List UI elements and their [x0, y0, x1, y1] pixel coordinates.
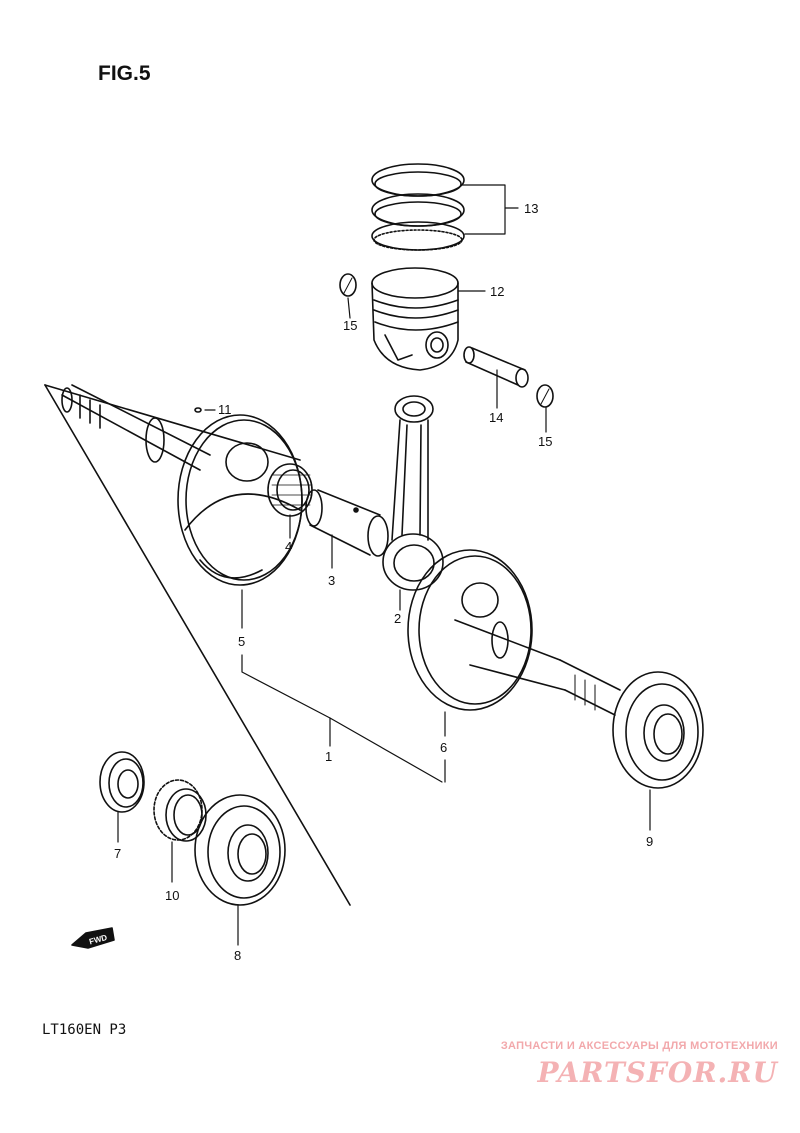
callout-1: 1 [325, 749, 332, 764]
bearing-small-part [99, 751, 145, 813]
circlip-part [339, 273, 357, 297]
callout-11: 11 [218, 402, 232, 417]
connecting-rod-part [382, 395, 444, 591]
figure-title: FIG.5 [98, 62, 151, 85]
callout-14: 14 [489, 410, 503, 425]
circlip-part [536, 384, 554, 408]
fwd-arrow-icon: FWD [71, 927, 115, 949]
main-bearing-right-part [612, 671, 704, 789]
piston-rings-part [371, 163, 465, 251]
callout-5: 5 [238, 634, 245, 649]
watermark-caption: ЗАПЧАСТИ И АКСЕССУАРЫ ДЛЯ МОТОТЕХНИКИ [500, 1040, 778, 1052]
callout-labels: 1 2 3 4 5 6 7 8 9 10 11 12 13 14 15 15 [114, 201, 653, 963]
callout-10: 10 [165, 888, 179, 903]
callout-12: 12 [490, 284, 504, 299]
assembly-guide-line [44, 384, 351, 906]
callout-8: 8 [234, 948, 241, 963]
callout-13: 13 [524, 201, 538, 216]
callout-3: 3 [328, 573, 335, 588]
assembly-guide-line [44, 384, 301, 461]
callout-2: 2 [394, 611, 401, 626]
crank-pin-part [305, 489, 389, 557]
right-crankshaft-part [407, 549, 621, 716]
watermark-logo: PARTSFOR.RU [537, 1056, 778, 1089]
main-bearing-left-part [194, 794, 286, 906]
model-code: LT160EN P3 [42, 1022, 127, 1038]
callout-15-upper: 15 [343, 318, 357, 333]
piston-part [371, 267, 459, 371]
piston-pin-part [463, 346, 529, 388]
leader-lines [117, 184, 651, 946]
callout-9: 9 [646, 834, 653, 849]
callout-7: 7 [114, 846, 121, 861]
key-part [194, 407, 202, 413]
left-crankshaft-part [61, 384, 303, 586]
callout-6: 6 [440, 740, 447, 755]
callout-15-lower: 15 [538, 434, 552, 449]
callout-4: 4 [285, 539, 292, 554]
